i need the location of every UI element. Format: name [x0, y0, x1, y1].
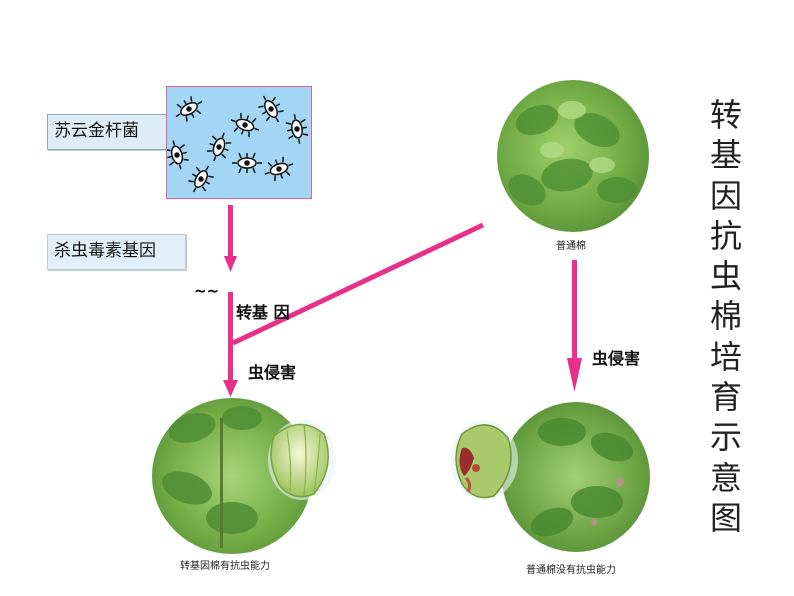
bt-label: 苏云金杆菌	[47, 114, 173, 150]
normal-cotton-image	[497, 80, 649, 232]
bacterium-icon	[175, 96, 203, 122]
gene-fragment-symbol: ~~	[194, 282, 220, 300]
transgene-label: 转基 因	[236, 303, 290, 322]
bacteria-icons	[165, 95, 309, 193]
normal-result-caption: 普通棉没有抗虫能力	[526, 565, 616, 576]
damaged-cotton-boll	[450, 420, 518, 500]
bacterium-icon	[230, 112, 260, 138]
bacterium-icon	[285, 114, 309, 144]
bacterium-icon	[232, 152, 262, 174]
cotton-leaves	[508, 101, 637, 206]
normal-cotton-damaged-image	[502, 402, 650, 552]
insect-attack-right-label: 虫侵害	[592, 349, 641, 368]
arrow-transgenic-down	[228, 292, 233, 382]
bacterium-icon	[165, 140, 189, 170]
damaged-cotton-leaves	[530, 418, 634, 537]
transgenic-cotton-leaves	[162, 406, 262, 548]
toxin-gene-label: 杀虫毒素基因	[47, 234, 186, 270]
healthy-cotton-boll	[268, 420, 336, 500]
arrow-bacteria-to-gene	[228, 205, 233, 258]
vertical-title: 转基因抗虫棉培育示意图	[709, 96, 742, 537]
bacterium-icon	[188, 165, 214, 193]
bacterium-icon	[264, 156, 294, 182]
normal-cotton-caption: 普通棉	[556, 241, 586, 252]
bacterium-icon	[206, 132, 232, 162]
transgenic-result-caption: 转基因棉有抗虫能力	[180, 561, 270, 572]
bacterium-icon	[258, 95, 284, 123]
arrow-normal-down	[572, 260, 577, 360]
bacteria-panel	[165, 86, 312, 199]
insect-attack-left-label: 虫侵害	[248, 363, 297, 382]
connector-line	[231, 222, 485, 346]
